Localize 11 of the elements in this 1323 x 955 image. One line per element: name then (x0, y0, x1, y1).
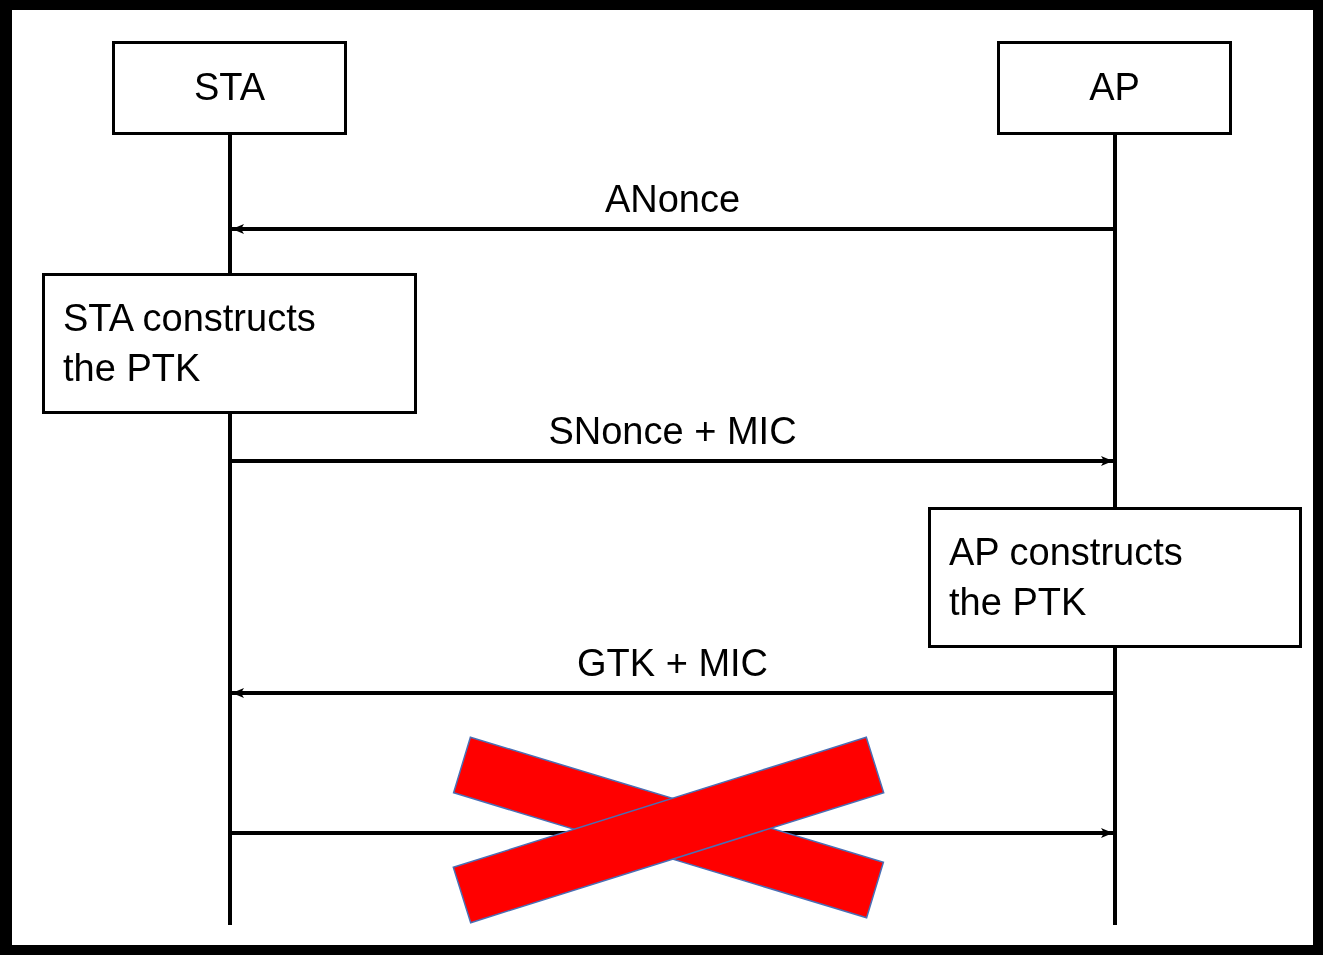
participant-box (112, 41, 347, 135)
participant-name: AP (1089, 65, 1140, 111)
message-arrow (232, 688, 1113, 698)
message-arrow (232, 456, 1113, 466)
process-text: STA constructs the PTK (63, 296, 317, 391)
participant-box (997, 41, 1232, 135)
participant-name: STA (193, 65, 266, 111)
message-arrow (232, 224, 1113, 234)
process-text: AP constructs the PTK (949, 530, 1184, 625)
process-box (42, 273, 417, 414)
process-box (928, 507, 1302, 648)
